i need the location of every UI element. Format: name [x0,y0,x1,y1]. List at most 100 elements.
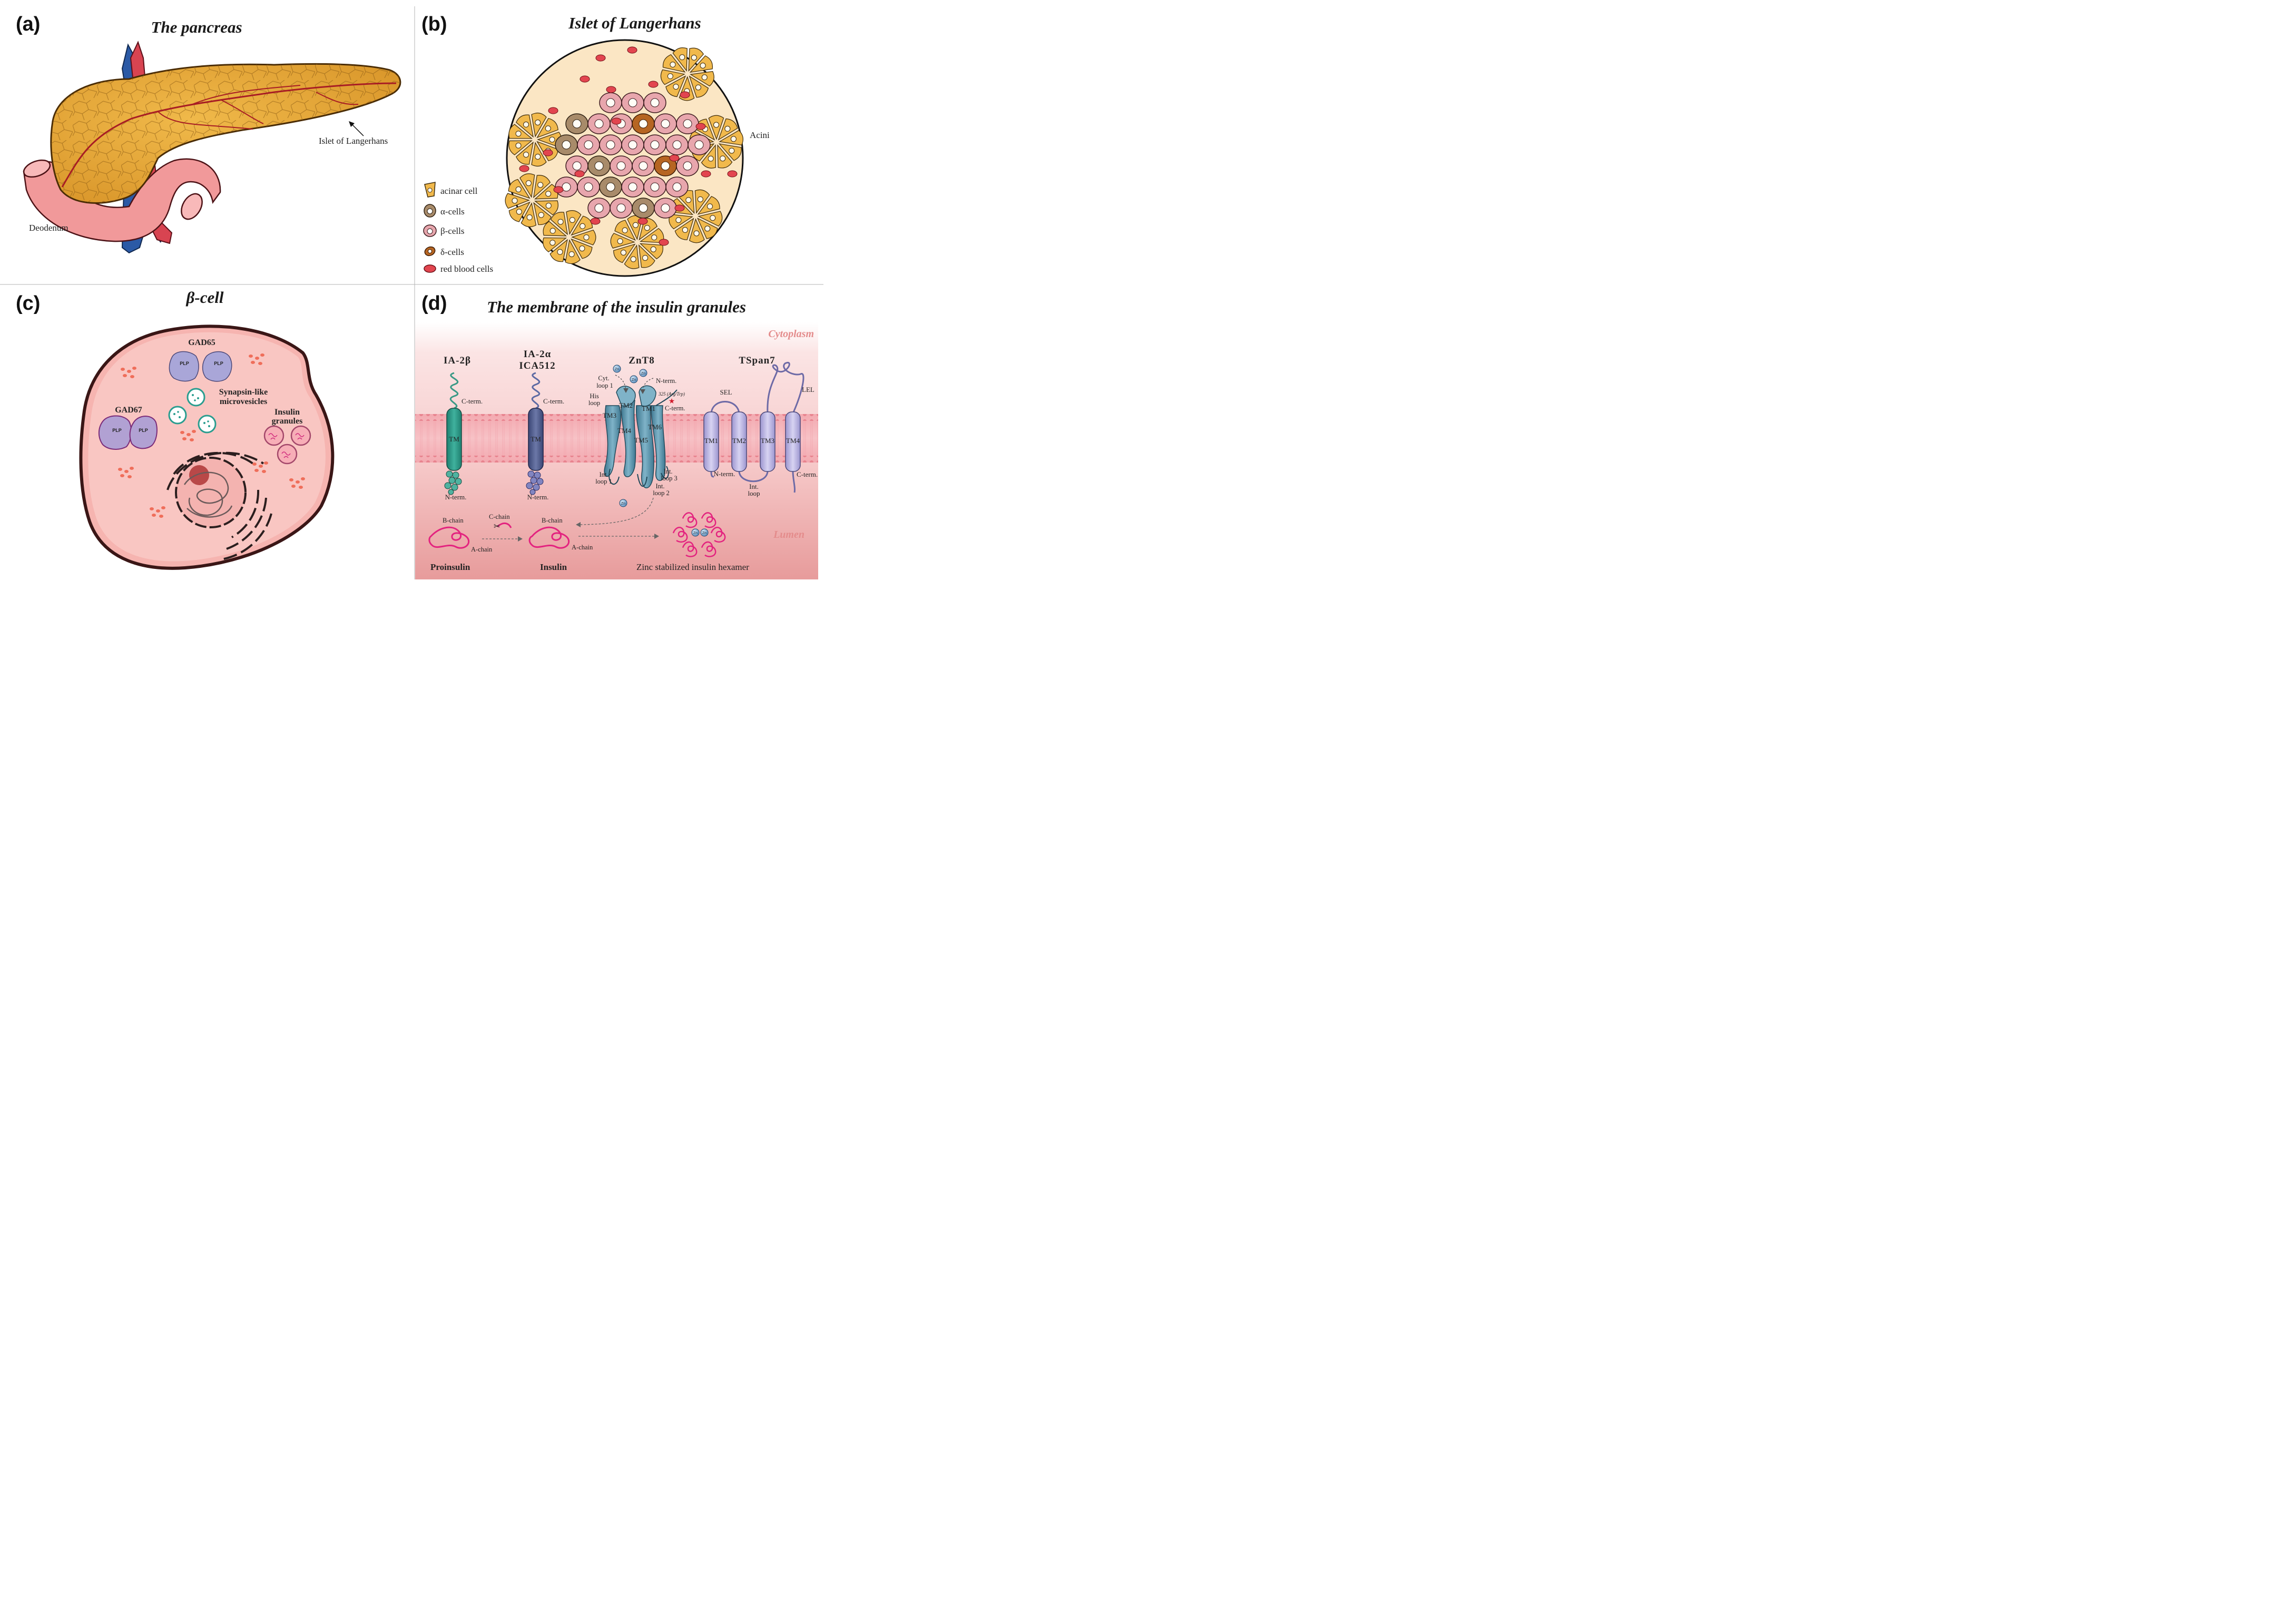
pancreas-lobules [51,64,400,203]
panel-d-title: The membrane of the insulin granules [487,298,746,316]
insulin-bchain-label: B-chain [542,517,563,524]
vesicle-dot [182,437,187,440]
cyt-loop-label-b: loop 1 [596,382,613,389]
vesicle-dot [161,506,165,509]
acinar-nucleus [651,234,657,241]
red-blood-cell [695,123,706,130]
acinar-nucleus [545,202,552,209]
ia2a-label-1: IA-2α [524,349,552,360]
beta-cell-nucleus [562,182,571,192]
ia2a-cterm-label: C-term. [543,397,564,405]
vesicle-dot [264,461,268,465]
his-loop-label-b: loop [588,399,600,407]
acinar-nucleus [515,131,522,137]
lel-label: LEL [802,386,814,393]
beta-cell-nucleus [694,140,704,150]
panel-c-title: β-cell [186,288,224,307]
acinar-nucleus [675,217,682,223]
red-blood-cell [611,117,622,125]
delta-cell-nucleus [639,119,648,129]
legend-alpha: α-cells [440,206,465,216]
alpha-cell-nucleus [606,182,615,192]
insulin-monomer [672,527,688,543]
vesicle-dot [262,470,266,473]
red-blood-cell [659,239,669,246]
lumen-label: Lumen [773,529,804,540]
znt8-loops [608,389,678,487]
microvesicles [168,388,217,434]
acinar-nucleus [525,180,532,186]
vesicle-dot [192,430,196,433]
beta-cell-nucleus [628,140,637,150]
acinar-nucleus [545,191,552,197]
insulin-label: Insulin [540,562,567,572]
acinar-nucleus [569,217,575,223]
panel-b-label: (b) [421,13,447,35]
acinar-nucleus [620,250,626,256]
acinar-nucleus [549,228,556,234]
vesicle-dot [152,514,156,517]
panel-b-title: Islet of Langerhans [568,14,701,32]
acinar-nucleus [713,122,720,128]
acinar-nucleus [535,153,541,160]
islet-cells [505,46,743,269]
panel-b: (b) Islet of Langerhans Acini acinar cel… [421,13,770,277]
endoplasmic-reticulum [166,451,272,560]
insulin-granules-label-1: Insulin [274,408,300,417]
acinar-nucleus [693,230,700,237]
red-blood-cell [680,91,690,99]
beta-cell-nucleus [616,161,626,171]
acinar-nucleus [729,147,735,154]
acinar-nucleus [535,120,541,126]
insulin-monomer [710,527,726,543]
vesicle-dot [180,431,184,434]
vesicle-dot [260,353,264,357]
svg-text:Zn: Zn [615,368,619,371]
pancreatic-duct [61,82,397,188]
legend-acinar: acinar cell [440,186,478,196]
zn-uptake-arrows [615,375,654,391]
hexamer-label: Zinc stabilized insulin hexamer [636,562,749,572]
ia2a-nterm-label: N-term. [527,493,549,501]
insulin-monomer [701,541,716,557]
hexamer-zinc-label: Zn [693,532,698,535]
acinar-nucleus [720,155,726,162]
gad65-label: GAD65 [188,338,215,347]
acinar-nucleus [537,182,544,188]
vesicle-dots [118,353,305,518]
red-blood-cell [548,107,558,114]
acinar-nucleus [583,234,590,241]
tspan-tm3-label: TM3 [761,437,774,445]
acinar-nucleus [667,73,673,80]
acinar-nucleus [512,198,518,204]
vesicle-dot [132,367,136,370]
int-loop1-label-a: Int. [599,471,608,478]
acinar-nucleus [700,62,706,68]
proinsulin-chain [428,526,470,549]
acinar-cell [543,237,567,253]
red-blood-cell [543,149,553,156]
int-loop1-label-b: loop 1 [595,478,612,485]
ia2b-tm-label: TM [449,435,459,443]
acinar-nucleus [545,125,551,132]
acinar-nucleus [523,121,529,127]
zinc-ion-label: Zn [621,502,625,506]
svg-text:Zn: Zn [632,378,636,382]
beta-cell-nucleus [606,140,615,150]
hexamer-zinc-label: Zn [702,532,706,535]
insulin-granules-label-2: granules [272,417,303,426]
beta-cell-nucleus [572,161,582,171]
acini-label: Acini [750,130,770,140]
ia2a-label-2: ICA512 [519,360,555,371]
int-loop2-label-a: Int. [655,483,664,490]
scissors-icon: ✂ [494,521,500,531]
panel-a: (a) The pancreas Islet of Langerhans Deo… [16,13,401,254]
cyt-loop-label-a: Cyt. [598,375,609,382]
beta-cell-nucleus [672,182,682,192]
tm6-label: TM6 [648,423,662,431]
vesicle-dot [259,465,263,468]
znt8-label: ZnT8 [629,355,654,366]
sel-label: SEL [720,388,732,396]
ia2b-tm-helix [446,408,462,471]
proinsulin-bchain-label: B-chain [443,517,464,524]
